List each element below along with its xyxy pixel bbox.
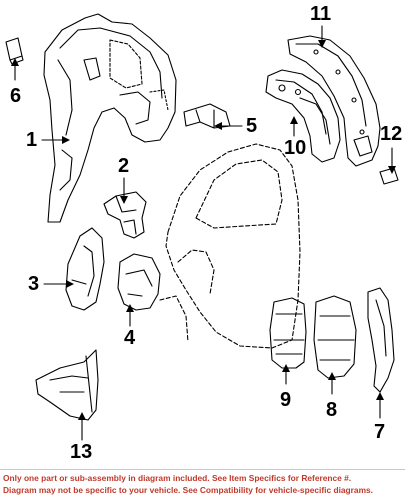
- callout-8: 8: [326, 399, 338, 421]
- arrowhead-5: [214, 122, 222, 130]
- exploded-view-drawing: [5, 13, 399, 441]
- callout-10: 10: [284, 137, 307, 159]
- arrowhead-6: [11, 58, 19, 66]
- part-12-clip: [379, 167, 399, 185]
- part-7-trim-panel: [367, 287, 395, 393]
- callout-11: 11: [310, 3, 332, 25]
- callout-3: 3: [28, 273, 40, 295]
- part-8-liner: [313, 295, 357, 379]
- outer-body-side-panel: [159, 143, 301, 349]
- part-6-bracket: [5, 37, 24, 65]
- callout-1: 1: [26, 129, 38, 151]
- callout-6: 6: [10, 85, 22, 107]
- part-5-strip: [183, 103, 231, 129]
- part-9-liner: [269, 297, 307, 369]
- disclaimer-footer: Only one part or sub-assembly in diagram…: [0, 469, 405, 500]
- part-2-bracket: [103, 191, 147, 239]
- callout-9: 9: [280, 389, 292, 411]
- callout-12: 12: [380, 123, 403, 145]
- arrowhead-9: [282, 364, 290, 372]
- arrowhead-12: [388, 166, 396, 174]
- part-1-inner-quarter-panel: [43, 13, 177, 223]
- part-10-wheelhouse: [265, 69, 341, 163]
- arrowhead-1: [62, 136, 70, 144]
- callout-13: 13: [70, 441, 93, 463]
- disclaimer-line-2: Diagram may not be specific to your vehi…: [3, 485, 374, 495]
- callout-5: 5: [246, 115, 258, 137]
- part-11-rail: [287, 35, 381, 167]
- arrowhead-11: [318, 40, 326, 48]
- arrowhead-4: [126, 304, 134, 312]
- footer-divider: [0, 469, 405, 470]
- callout-4: 4: [124, 327, 136, 349]
- arrowhead-7: [376, 392, 384, 400]
- callout-7: 7: [374, 421, 386, 443]
- disclaimer-line-1: Only one part or sub-assembly in diagram…: [3, 473, 352, 483]
- arrowhead-3: [66, 280, 74, 288]
- callout-2: 2: [118, 155, 130, 177]
- arrowhead-13: [78, 412, 86, 420]
- arrowhead-2: [120, 196, 128, 204]
- arrowhead-10: [290, 116, 298, 124]
- part-4-bracket: [117, 253, 161, 311]
- part-13-lower-bracket: [35, 349, 99, 421]
- arrowhead-8: [328, 372, 336, 380]
- part-3-reinforcement: [65, 227, 105, 311]
